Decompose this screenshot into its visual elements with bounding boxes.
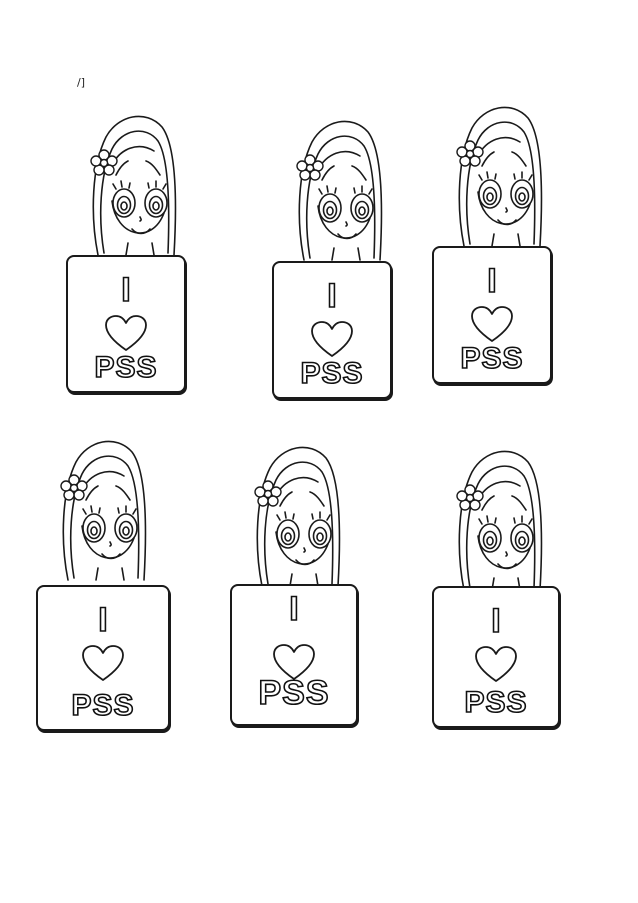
sign-letter: I <box>288 590 299 628</box>
sign-word: PSS <box>71 689 135 722</box>
corner-mark: /] <box>77 76 85 89</box>
figure-5: I PSS <box>230 436 364 736</box>
sign-letter: I <box>97 601 108 639</box>
figure-6: I PSS <box>432 440 566 740</box>
sign-word: PSS <box>258 674 330 712</box>
sign-word: PSS <box>94 351 158 384</box>
sign-board: I PSS <box>432 246 552 384</box>
sign-board: I PSS <box>230 584 358 726</box>
sign-letter: I <box>490 602 501 640</box>
sign-word: PSS <box>464 686 528 719</box>
sign-word: PSS <box>460 342 524 375</box>
sign-board: I PSS <box>272 261 392 399</box>
sign-letter: I <box>120 271 131 309</box>
figure-1: I PSS <box>66 105 200 405</box>
figure-4: I PSS <box>36 430 170 731</box>
sign-letter: I <box>326 277 337 315</box>
sign-board: I PSS <box>66 255 186 393</box>
sign-word: PSS <box>300 357 364 390</box>
sign-board: I PSS <box>432 586 560 728</box>
figure-2: I PSS <box>272 110 406 410</box>
figure-3: I PSS <box>432 96 566 396</box>
sign-board: I PSS <box>36 585 170 731</box>
sign-letter: I <box>486 262 497 300</box>
